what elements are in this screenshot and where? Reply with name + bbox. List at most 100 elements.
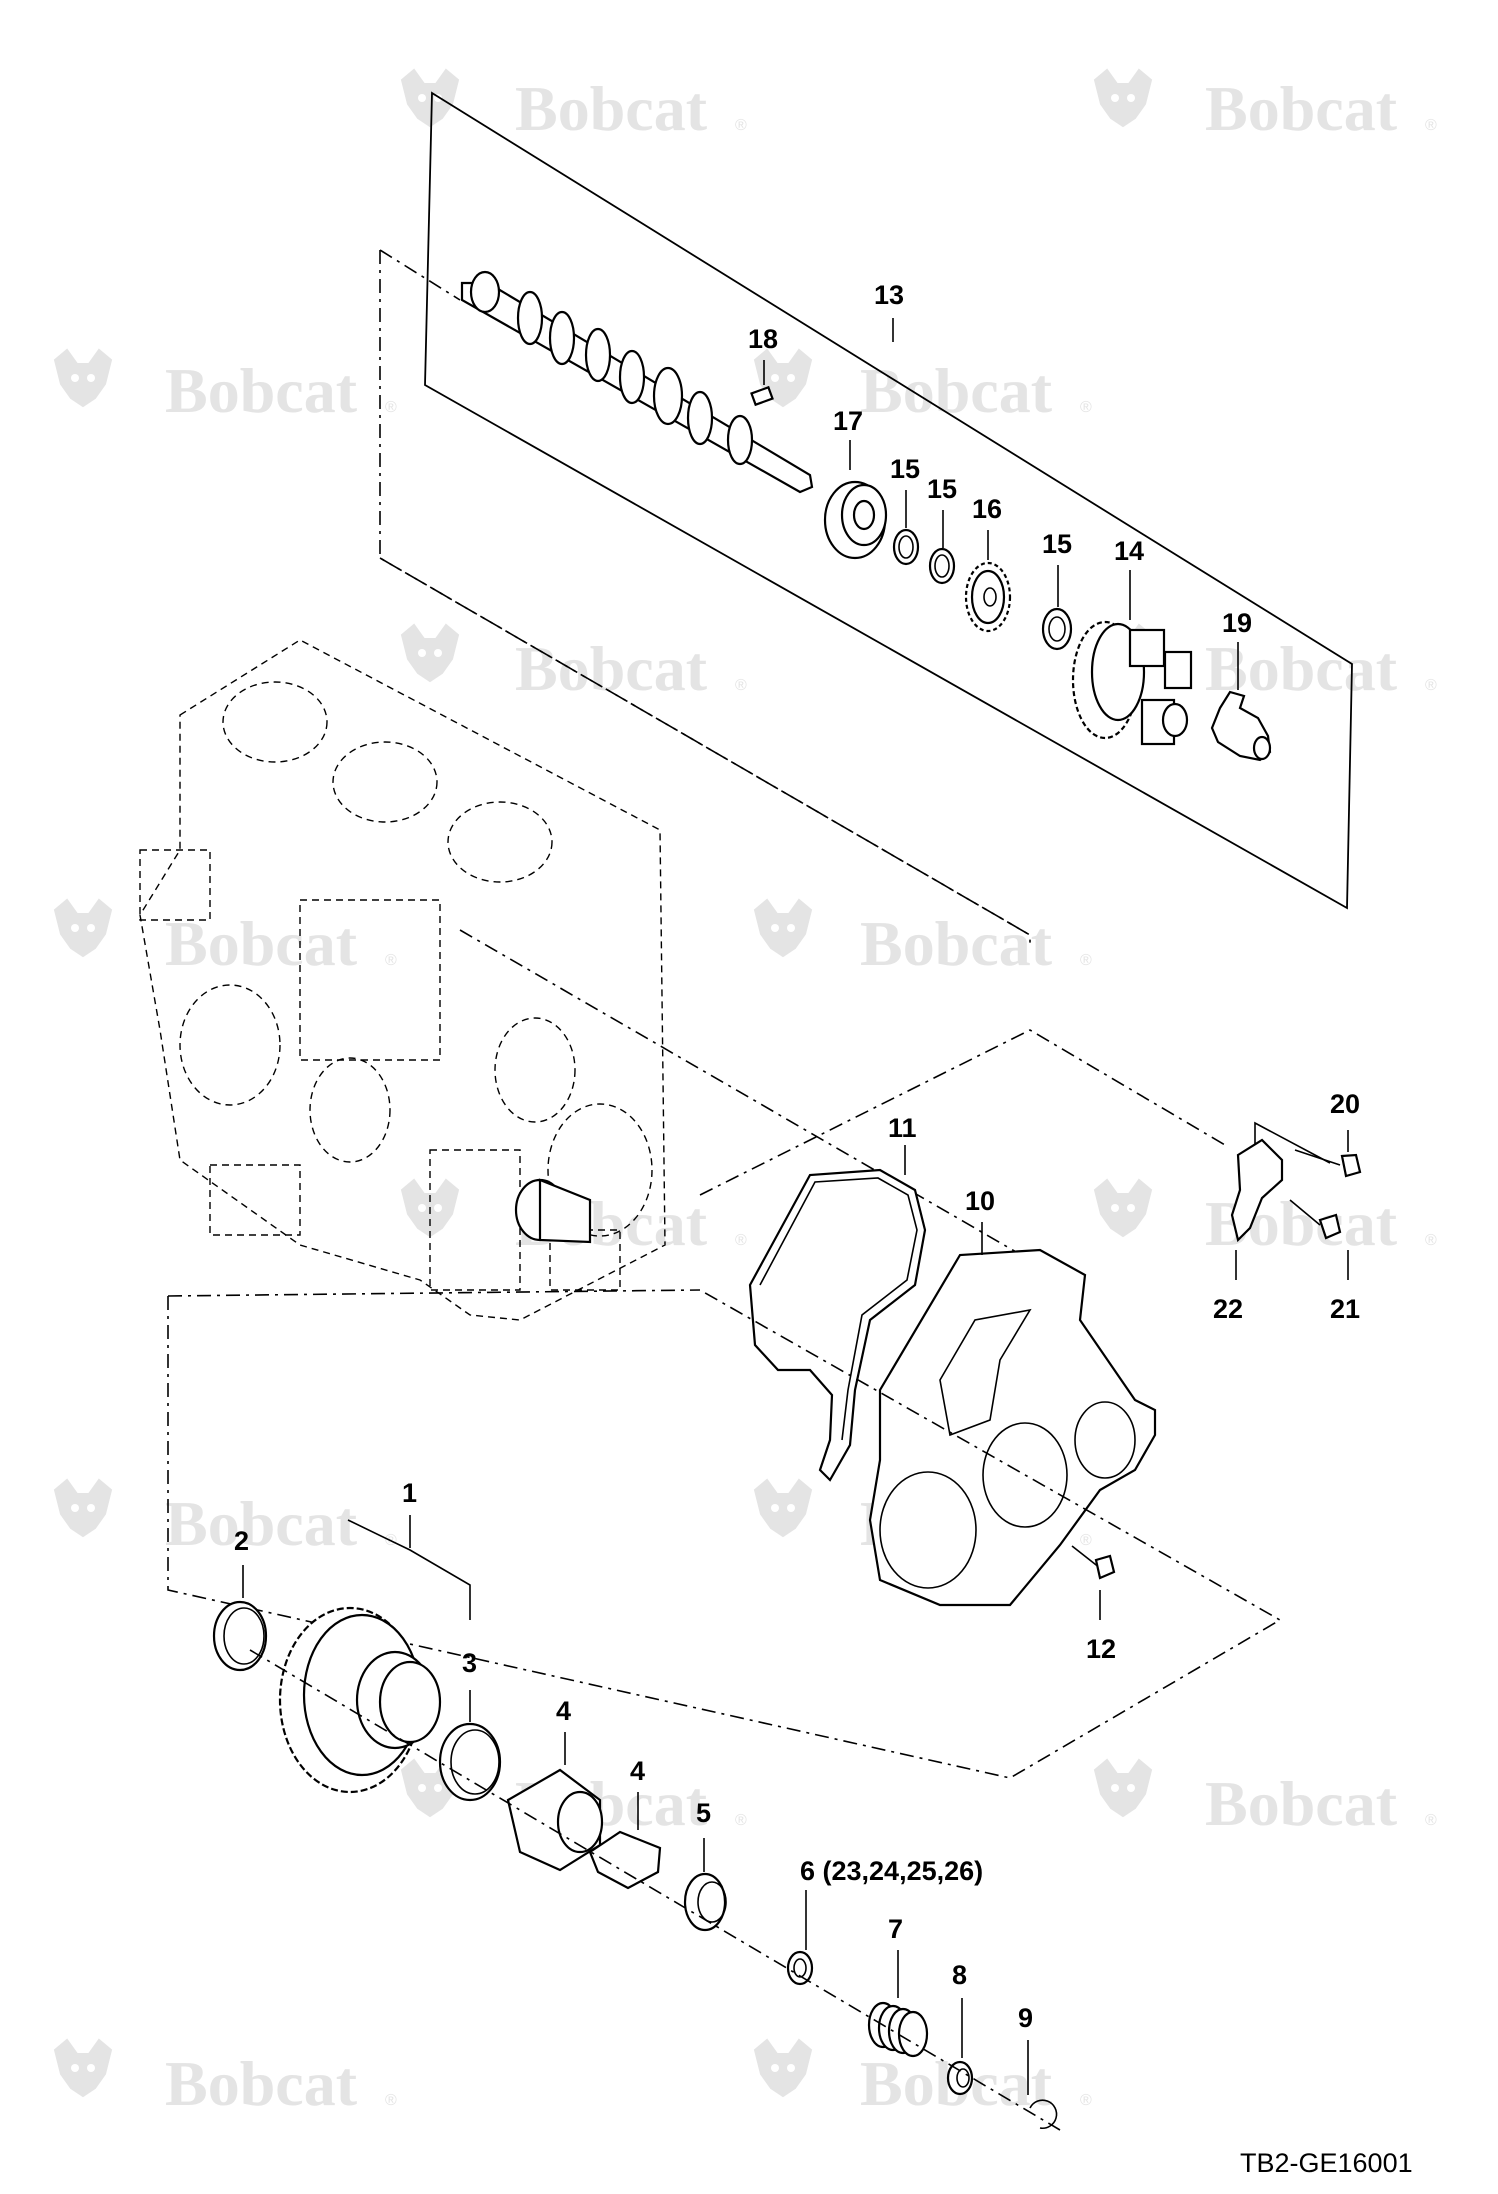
part-3-bushing-inner xyxy=(450,1729,500,1795)
part-7-spring xyxy=(867,2001,929,2058)
watermark-5: Bobcat ® xyxy=(401,624,747,704)
part-20-bolt xyxy=(1294,1149,1362,1178)
svg-text:®: ® xyxy=(735,677,747,694)
watermark-8: Bobcat ® xyxy=(754,899,1092,979)
part-6-shim-hole xyxy=(793,1958,807,1978)
svg-text:Bobcat: Bobcat xyxy=(165,908,358,979)
part-15-shim-a-hole xyxy=(898,535,914,559)
camshaft-dashed-edge xyxy=(379,249,461,301)
callout-22: 22 xyxy=(1213,1294,1243,1324)
part-21-bolt xyxy=(1289,1199,1342,1240)
svg-text:®: ® xyxy=(735,1812,747,1829)
figure-id: TB2-GE16001 xyxy=(1240,2148,1413,2178)
svg-text:®: ® xyxy=(735,1232,747,1249)
part-15-shim-c-hole xyxy=(1048,616,1066,642)
engine-shaft-stub xyxy=(514,1178,592,1244)
svg-text:Bobcat: Bobcat xyxy=(1205,73,1398,144)
callout-15b: 15 xyxy=(927,474,957,504)
callout-13: 13 xyxy=(874,280,904,310)
part-5-washer xyxy=(683,1872,727,1932)
svg-text:®: ® xyxy=(1080,399,1092,416)
part-15-shim-b xyxy=(928,547,956,585)
callout-9: 9 xyxy=(1018,2003,1033,2033)
watermark-14: Bobcat ® xyxy=(1094,1759,1437,1839)
guide-camshaft-engine xyxy=(379,557,1031,936)
part-4-collar xyxy=(588,1830,662,1890)
part-15-shim-c xyxy=(1041,607,1073,651)
camshaft-dashed-frame xyxy=(379,250,1031,945)
callout-4b: 4 xyxy=(630,1756,645,1786)
svg-text:Bobcat: Bobcat xyxy=(165,1488,358,1559)
svg-text:Bobcat: Bobcat xyxy=(1205,1768,1398,1839)
callout-1: 1 xyxy=(402,1478,417,1508)
part-17-bearing xyxy=(823,480,888,560)
callout-21: 21 xyxy=(1330,1294,1360,1324)
watermark-7: Bobcat ® xyxy=(54,899,397,979)
watermark-3: Bobcat® xyxy=(54,349,397,426)
engine-block xyxy=(139,639,666,1321)
part-9-clip xyxy=(1029,2099,1058,2130)
watermark-1: Bobcat® xyxy=(401,69,747,144)
svg-text:®: ® xyxy=(1425,1812,1437,1829)
guide-center-shaft xyxy=(459,929,1031,1261)
callout-18: 18 xyxy=(748,324,778,354)
idler-dashed-frame xyxy=(167,1289,1282,1779)
part-12-bolt xyxy=(1071,1545,1116,1580)
svg-text:®: ® xyxy=(1425,1232,1437,1249)
part-2-ring xyxy=(212,1600,268,1672)
cover-dashed-frame xyxy=(699,1029,1226,1196)
svg-text:Bobcat: Bobcat xyxy=(165,355,358,426)
part-1-idler-gear xyxy=(278,1606,442,1794)
camshaft xyxy=(460,270,814,494)
svg-text:®: ® xyxy=(385,952,397,969)
part-11-gasket xyxy=(748,1168,927,1482)
part-22-bracket xyxy=(1230,1138,1284,1243)
part-2-ring-inner xyxy=(223,1607,265,1665)
part-5-washer-face xyxy=(697,1881,727,1923)
part-15-shim-b-hole xyxy=(934,554,950,578)
callout-6: 6 (23,24,25,26) xyxy=(800,1856,983,1886)
watermark-11: Bobcat® xyxy=(54,1479,397,1559)
callout-20: 20 xyxy=(1330,1089,1360,1119)
part-16-gear xyxy=(964,561,1012,633)
svg-text:Bobcat: Bobcat xyxy=(1205,633,1398,704)
callout-14: 14 xyxy=(1114,536,1144,566)
callout-15c: 15 xyxy=(1042,529,1072,559)
callout-4a: 4 xyxy=(556,1696,571,1726)
svg-text:Bobcat: Bobcat xyxy=(860,908,1053,979)
leader-1 xyxy=(347,1519,471,1620)
callout-15a: 15 xyxy=(890,454,920,484)
idler-dashed-top xyxy=(167,1289,701,1297)
watermark-15: Bobcat ® xyxy=(54,2039,397,2119)
svg-text:®: ® xyxy=(385,2092,397,2109)
callout-8: 8 xyxy=(952,1960,967,1990)
watermark-layer: Bobcat® Bobcat® Bobcat® Bobcat® Bobcat® … xyxy=(54,69,1437,2119)
callout-16: 16 xyxy=(972,494,1002,524)
callout-12: 12 xyxy=(1086,1634,1116,1664)
callout-17: 17 xyxy=(833,406,863,436)
watermark-2: Bobcat ® xyxy=(1094,69,1437,144)
callout-2: 2 xyxy=(234,1526,249,1556)
svg-text:®: ® xyxy=(1080,952,1092,969)
svg-text:Bobcat: Bobcat xyxy=(165,2048,358,2119)
part-10-gear-case-cover xyxy=(868,1248,1157,1607)
part-18-key xyxy=(750,385,774,407)
guide-lower-axis xyxy=(249,1649,1061,2131)
part-3-bushing xyxy=(438,1722,502,1802)
callout-7: 7 xyxy=(888,1914,903,1944)
svg-text:Bobcat: Bobcat xyxy=(515,633,708,704)
watermark-16: Bobcat® xyxy=(754,2039,1092,2119)
part-8-washer-hole xyxy=(956,2068,970,2088)
svg-text:®: ® xyxy=(1425,677,1437,694)
callout-11: 11 xyxy=(888,1113,917,1143)
svg-text:®: ® xyxy=(1080,1532,1092,1549)
part-19-boss xyxy=(1252,735,1272,761)
callout-19: 19 xyxy=(1222,608,1252,638)
callout-5: 5 xyxy=(696,1798,711,1828)
camshaft-assembly-frame xyxy=(424,91,1353,910)
svg-text:®: ® xyxy=(1425,117,1437,134)
callout-10: 10 xyxy=(965,1186,995,1216)
svg-text:Bobcat: Bobcat xyxy=(515,73,708,144)
part-6-shim xyxy=(786,1950,814,1986)
